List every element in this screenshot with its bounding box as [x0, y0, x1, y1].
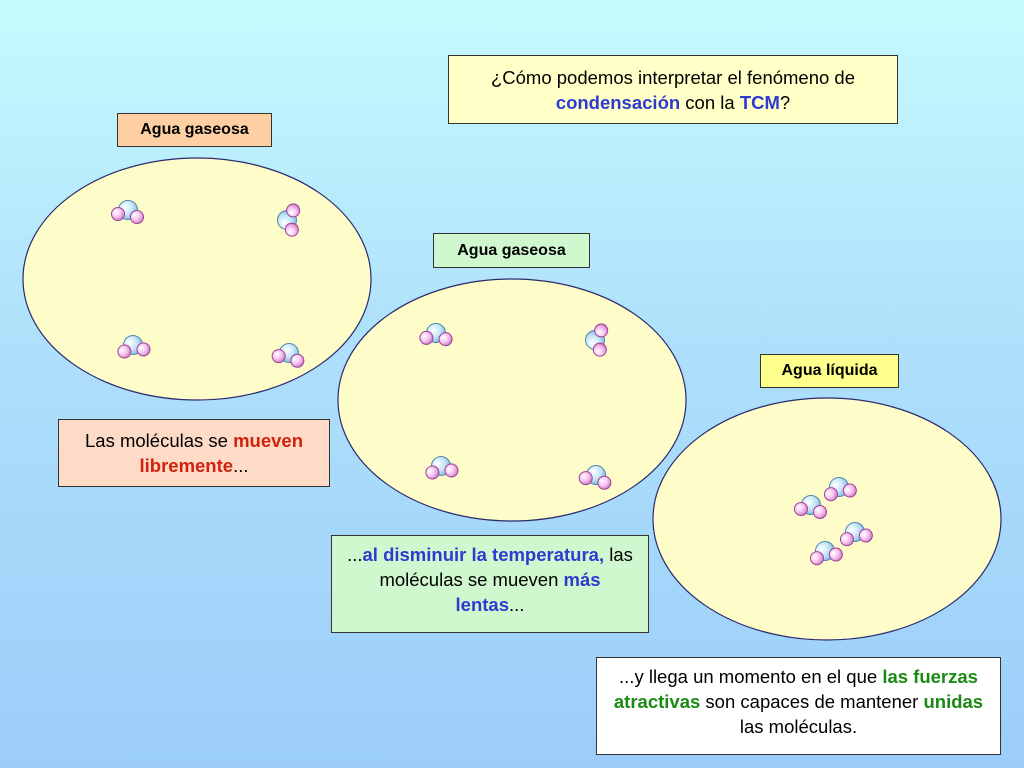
gas-container-1: [22, 157, 372, 401]
caption-attractive-forces: ...y llega un momento en el que las fuer…: [596, 657, 1001, 755]
label-gas-1: Agua gaseosa: [117, 113, 272, 147]
question-text-1: ¿Cómo podemos interpretar el fenómeno de: [490, 67, 856, 88]
question-tcm: TCM: [739, 92, 780, 113]
question-condensacion: condensación: [555, 92, 681, 113]
label-gas-2-text: Agua gaseosa: [457, 241, 566, 259]
caption-free-movement: Las moléculas se mueven libremente...: [58, 419, 330, 487]
label-liquid-text: Agua líquida: [781, 362, 878, 379]
caption1-text-1: Las moléculas se: [85, 430, 234, 451]
question-text-2: con la: [680, 92, 740, 113]
caption2-prefix: ...: [347, 544, 363, 565]
caption3-text-1: ...y llega un momento en el que: [619, 666, 883, 687]
caption3-highlight-2: unidas: [923, 691, 984, 712]
label-liquid: Agua líquida: [760, 354, 899, 388]
label-gas-2: Agua gaseosa: [433, 233, 590, 268]
caption1-highlight: mueven libremente: [139, 430, 304, 476]
question-text-3: ?: [779, 92, 791, 113]
gas-container-2: [337, 278, 687, 522]
caption2-text-2: ...: [509, 594, 525, 615]
caption2-highlight-2: más lentas: [455, 569, 601, 615]
caption2-highlight-1: al disminuir la temperatura,: [362, 544, 605, 565]
question-box: ¿Cómo podemos interpretar el fenómeno de…: [448, 55, 898, 124]
caption1-text-2: ...: [233, 455, 249, 476]
caption3-highlight-1: las fuerzas atractivas: [613, 666, 978, 712]
caption-slower-movement: ...al disminuir la temperatura, las molé…: [331, 535, 649, 633]
caption3-text-2: son capaces de mantener: [700, 691, 924, 712]
liquid-container: [652, 397, 1002, 641]
caption2-text-1: las moléculas se mueven: [379, 544, 633, 590]
caption3-text-3: las moléculas.: [739, 716, 858, 737]
label-gas-1-text: Agua gaseosa: [140, 121, 249, 138]
